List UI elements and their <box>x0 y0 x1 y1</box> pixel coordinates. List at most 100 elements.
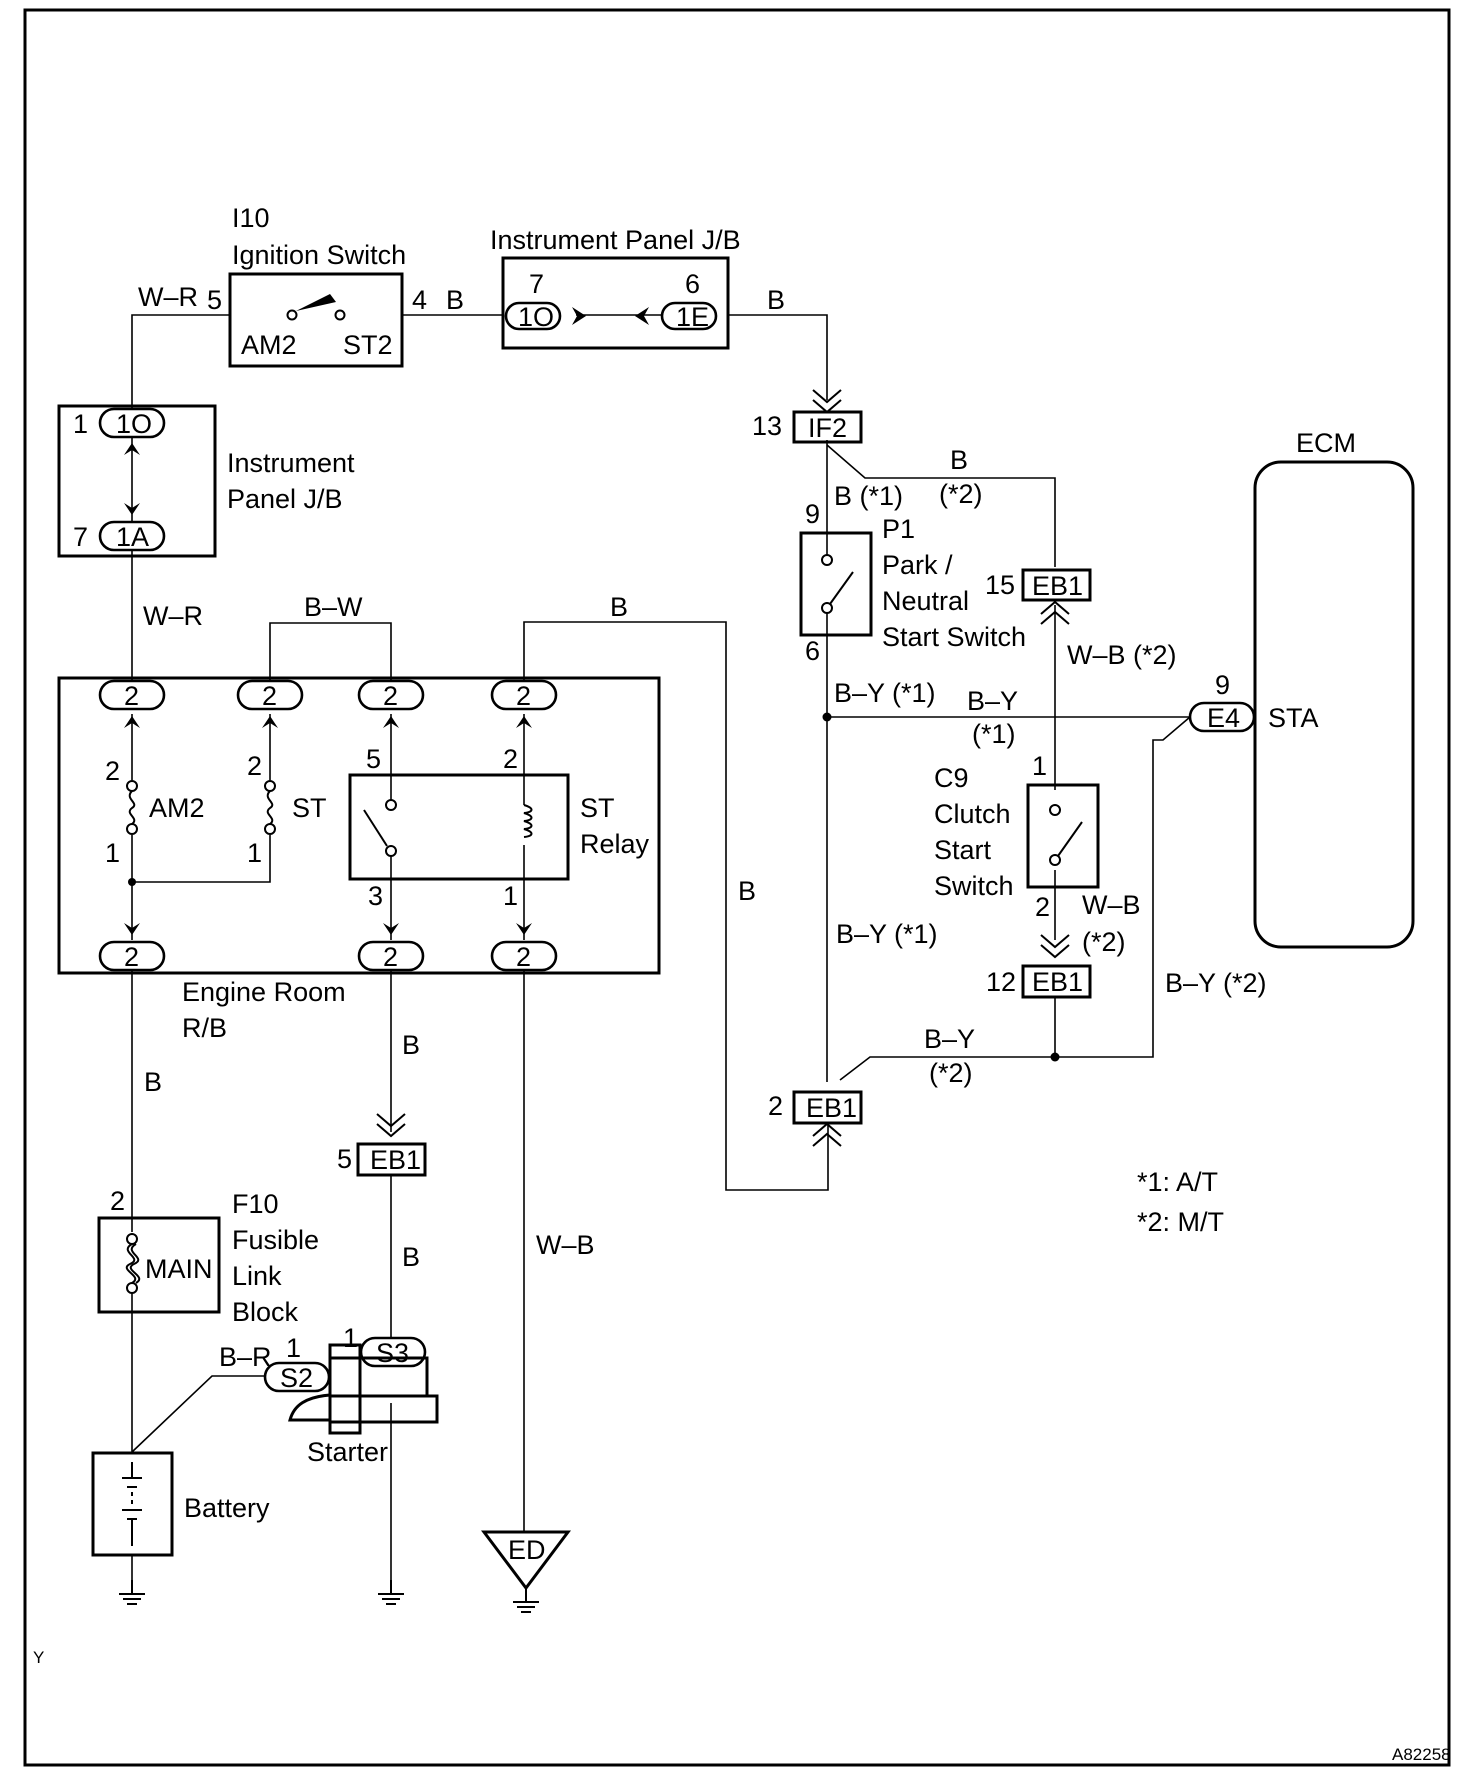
pin-label: 1 <box>286 1333 301 1363</box>
wire-color-label: W–B <box>1082 890 1141 920</box>
pin-label: 2 <box>247 751 262 781</box>
pin-label: 7 <box>529 269 544 299</box>
pin-label: 5 <box>366 744 381 774</box>
rb-bottom-connector <box>98 940 166 972</box>
connector-label: EB1 <box>1032 571 1083 601</box>
component-name: Fusible <box>232 1225 319 1255</box>
rb-top-connector <box>357 679 425 711</box>
jb-name: Instrument Panel J/B <box>490 225 741 255</box>
ground-icon <box>512 1587 540 1613</box>
pin-label: 6 <box>805 636 820 666</box>
wire-color-label: B–Y <box>967 686 1018 716</box>
connector-label: 2 <box>516 942 531 972</box>
footnote: *2: M/T <box>1137 1207 1224 1237</box>
wire-color-label: B–Y <box>924 1024 975 1054</box>
pin-label: 13 <box>752 411 782 441</box>
connector-label: 1O <box>116 409 152 439</box>
wire-color-label: B–R <box>219 1342 272 1372</box>
component-id: F10 <box>232 1189 279 1219</box>
component-name: Link <box>232 1261 282 1291</box>
footnotes: *1: A/T *2: M/T <box>1137 1167 1224 1237</box>
pin-label: 1 <box>247 838 262 868</box>
connector-label: EB1 <box>806 1093 857 1123</box>
pin-label: 1 <box>73 409 88 439</box>
connector-label: 2 <box>124 942 139 972</box>
pin-label: 5 <box>337 1144 352 1174</box>
clutch-start-switch: 1 2 C9 Clutch Start Switch <box>934 751 1100 922</box>
st-relay: 5 3 2 1 ST Relay <box>348 744 650 911</box>
rb-top-connector <box>98 679 166 711</box>
component-name: Block <box>232 1297 299 1327</box>
fuse-label: MAIN <box>145 1254 213 1284</box>
page-frame <box>23 8 1451 1767</box>
ground-icon <box>377 1579 405 1605</box>
pin-label: 9 <box>805 499 820 529</box>
pin-label: 2 <box>105 756 120 786</box>
wire-color-label: B <box>767 285 785 315</box>
connector-label: S2 <box>280 1363 313 1393</box>
wire-color-label: B <box>446 285 464 315</box>
component-name: Clutch <box>934 799 1011 829</box>
instrument-panel-jb-top: Instrument Panel J/B 7 6 1O 1E <box>490 225 741 350</box>
wire-color-label: B–Y (*2) <box>1165 968 1267 998</box>
connector-eb1-15: EB1 15 <box>985 568 1092 625</box>
pin-label: 2 <box>768 1091 783 1121</box>
pin-label: 9 <box>1215 670 1230 700</box>
connector-label: 1O <box>518 302 554 332</box>
fuse-label: ST <box>292 793 327 823</box>
wire-color-label: (*2) <box>929 1058 973 1088</box>
rb-bottom-connector <box>490 940 558 972</box>
junction-dot <box>128 878 136 886</box>
park-neutral-switch: 9 6 P1 Park / Neutral Start Switch <box>799 499 1026 666</box>
engine-room-rb: 2 2 2 2 2 2 2 AM2 2 1 ST <box>57 676 661 1043</box>
fuse-st: ST 2 1 <box>247 751 327 868</box>
connector-eb1-12: EB1 12 <box>986 934 1092 999</box>
component-id: P1 <box>882 514 915 544</box>
terminal-label: STA <box>1268 703 1319 733</box>
wire-color-label: (*2) <box>1082 927 1126 957</box>
junction-dot <box>1050 1052 1060 1062</box>
wire-color-label: B–Y (*1) <box>834 678 936 708</box>
connector-label: 2 <box>383 681 398 711</box>
pin-label: 5 <box>207 285 222 315</box>
ignition-switch: I10 Ignition Switch 5 4 AM2 ST2 <box>207 203 427 368</box>
component-name: Start Switch <box>882 622 1026 652</box>
wire-color-label: W–R <box>138 282 198 312</box>
wire-color-label: B <box>738 876 756 906</box>
connector-label: 1E <box>676 302 709 332</box>
rb-top-connector <box>236 679 304 711</box>
pin-label: 1 <box>105 838 120 868</box>
footnote: *1: A/T <box>1137 1167 1218 1197</box>
connector-if2: IF2 13 <box>752 389 863 444</box>
wire-labels: W–R B B W–R B–W B B (*2) B (*1) W–B (*2)… <box>138 282 1267 1372</box>
wire-color-label: (*2) <box>939 479 983 509</box>
wire-color-label: B–Y (*1) <box>836 919 938 949</box>
connector-eb1-2: EB1 2 <box>768 1090 863 1147</box>
component-name: Battery <box>184 1493 270 1523</box>
pin-label: 2 <box>1035 892 1050 922</box>
relay-label: Relay <box>580 829 650 859</box>
wire-color-label: (*1) <box>972 719 1016 749</box>
wire-color-label: W–B <box>536 1230 595 1260</box>
ignition-switch-id: I10 <box>232 203 270 233</box>
pin-label: 15 <box>985 570 1015 600</box>
connector-label: 1A <box>116 522 149 552</box>
ecm: ECM E4 9 STA <box>1188 428 1415 949</box>
starter: S2 S3 1 1 Starter <box>263 1323 439 1467</box>
fuse-label: AM2 <box>149 793 205 823</box>
wire-color-label: B <box>402 1242 420 1272</box>
wire-color-label: B <box>610 592 628 622</box>
wires <box>131 314 1191 1580</box>
rb-name: Engine Room <box>182 977 346 1007</box>
corner-mark: Y <box>33 1648 44 1667</box>
wire-color-label: W–R <box>143 601 203 631</box>
rb-name: R/B <box>182 1013 227 1043</box>
component-name: Switch <box>934 871 1014 901</box>
connector-label: EB1 <box>370 1145 421 1175</box>
instrument-panel-jb-left: 1 7 1O 1A Instrument Panel J/B <box>57 404 355 558</box>
ignition-switch-name: Ignition Switch <box>232 240 406 270</box>
rb-bottom-connector <box>357 940 425 972</box>
terminal-label: ST2 <box>343 330 393 360</box>
jb-name: Instrument <box>227 448 355 478</box>
wire-color-label: B <box>144 1067 162 1097</box>
